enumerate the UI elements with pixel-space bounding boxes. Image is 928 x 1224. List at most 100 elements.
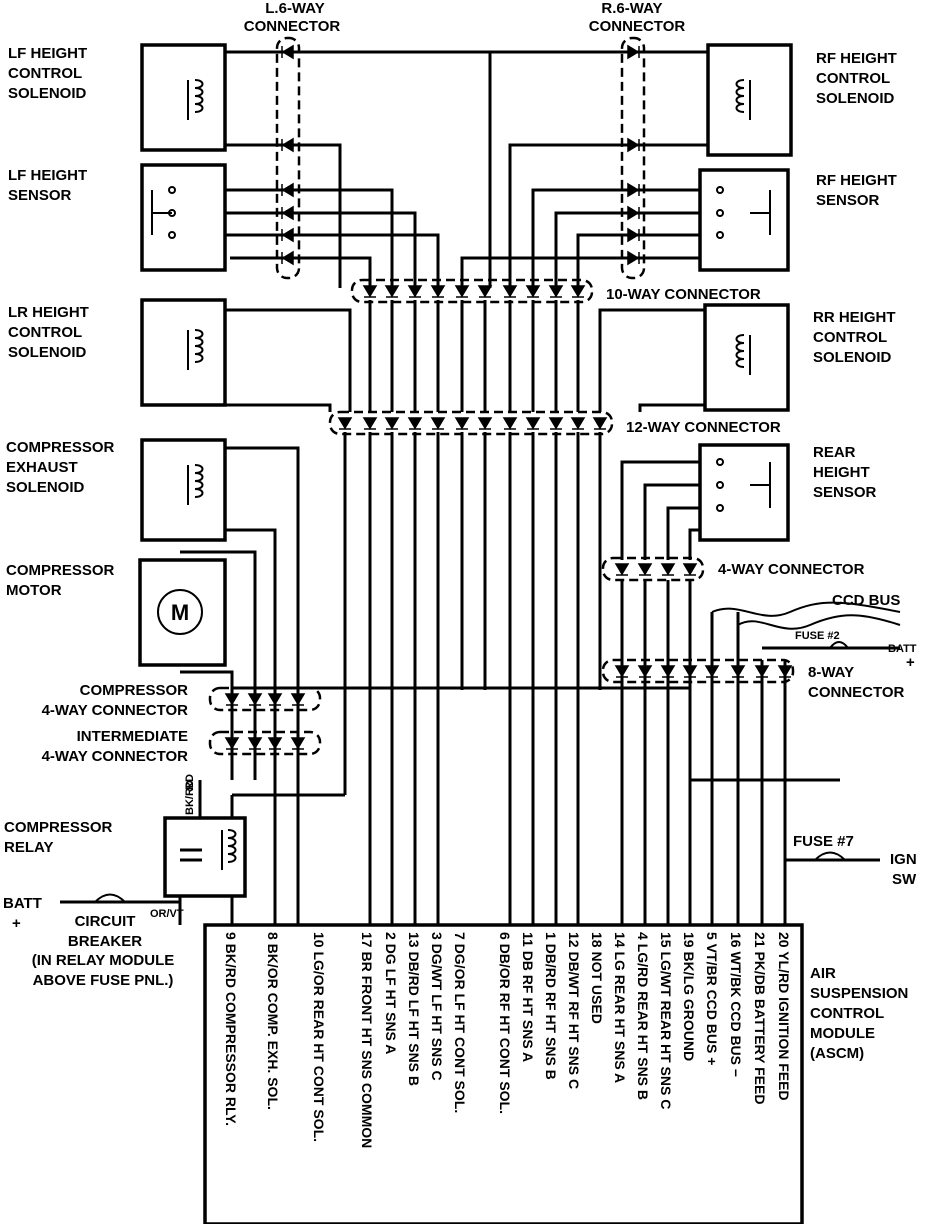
connector-pin-icon (627, 250, 640, 266)
connector-pin-icon (224, 693, 240, 706)
lr-solenoid-l1: LR HEIGHT (8, 304, 89, 321)
ascm-pin: 4 LG/RD REAR HT SNS B (635, 932, 651, 1100)
breaker-l2: BREAKER (68, 933, 142, 950)
inter4-l1: INTERMEDIATE (77, 728, 188, 745)
connector-pin-icon (362, 285, 378, 298)
rf-solenoid-l2: CONTROL (816, 70, 890, 87)
rear-sensor-l1: REAR (813, 444, 856, 461)
c10-label: 10-WAY CONNECTOR (606, 286, 761, 303)
c8-l1: 8-WAY (808, 664, 854, 681)
ascm-pin: 13 DB/RD LF HT SNS B (406, 932, 422, 1086)
rear-sensor-box (698, 443, 790, 542)
rear-sensor-l3: SENSOR (813, 484, 877, 501)
lf-sensor-l2: SENSOR (8, 187, 72, 204)
lf-sensor-l1: LF HEIGHT (8, 167, 87, 184)
compressor-motor-box (138, 558, 227, 667)
batt-label: BATT (3, 895, 42, 912)
comp4-outline (208, 686, 322, 712)
ascm-l5: (ASCM) (810, 1045, 864, 1062)
connector-pin-icon (548, 417, 564, 430)
connector-pin-icon (592, 417, 608, 430)
r6-connector-outline (620, 36, 646, 280)
labels: L.6-WAY CONNECTOR R.6-WAY CONNECTOR LF H… (3, 0, 917, 1062)
fuse2-label: FUSE #2 (795, 630, 840, 642)
connector-pin-icon (570, 417, 586, 430)
fuse7-icon (814, 851, 846, 861)
connector-pin-icon (704, 665, 720, 678)
connector-pin-icon (637, 665, 653, 678)
breaker-note-l2: ABOVE FUSE PNL.) (33, 972, 174, 989)
rr-solenoid-l1: RR HEIGHT (813, 309, 896, 326)
connector-pin-icon (281, 250, 294, 266)
connector-pin-icon (627, 227, 640, 243)
c8-l2: CONNECTOR (808, 684, 905, 701)
connector-pin-icon (627, 205, 640, 221)
connector-pin-icon (660, 665, 676, 678)
ascm-pin: 18 NOT USED (589, 932, 605, 1024)
connector-pin-icon (614, 665, 630, 678)
connector-outlines (208, 36, 795, 756)
fuse2-icon (829, 641, 849, 649)
fuse7-label: FUSE #7 (793, 833, 854, 850)
motor-l1: COMPRESSOR (6, 562, 115, 579)
connector-pin-icon (660, 563, 676, 576)
rr-solenoid-box (703, 303, 790, 412)
connector-pin-icon (627, 44, 640, 60)
comp4-l1: COMPRESSOR (80, 682, 189, 699)
l6-title-2: CONNECTOR (244, 18, 341, 35)
exhaust-l2: EXHAUST (6, 459, 78, 476)
ign-l2: SW (892, 871, 917, 888)
c8-outline (601, 658, 795, 684)
lf-solenoid-l2: CONTROL (8, 65, 82, 82)
connector-pin-icon (281, 227, 294, 243)
ascm-pin: 10 LG/OR REAR HT CONT SOL. (311, 932, 327, 1142)
connector-pin-icon (525, 285, 541, 298)
connector-pin-icon (502, 417, 518, 430)
relay-l1: COMPRESSOR (4, 819, 113, 836)
connector-pin-icon (454, 285, 470, 298)
connector-pin-icon (777, 665, 793, 678)
motor-symbol: M (171, 600, 189, 625)
rear-sensor-l2: HEIGHT (813, 464, 870, 481)
switch-icon (151, 186, 771, 512)
connector-pin-icon (548, 285, 564, 298)
l6-title-1: L.6-WAY (265, 0, 324, 17)
circuit-breaker-icon (94, 893, 126, 903)
connector-pin-icon (627, 182, 640, 198)
ascm-pin: 11 DB RF HT SNS A (520, 932, 536, 1062)
connector-pin-icon (281, 44, 294, 60)
ascm-pin: 17 BR FRONT HT SNS COMMON (359, 932, 375, 1148)
components-group: M (94, 43, 849, 1224)
rf-solenoid-l3: SOLENOID (816, 90, 895, 107)
ascm-pin: 1 DB/RD RF HT SNS B (543, 932, 559, 1080)
ign-l1: IGN (890, 851, 917, 868)
connector-pins (224, 44, 793, 750)
connector-pin-icon (477, 417, 493, 430)
batt-small-plus: + (906, 654, 915, 671)
rf-sensor-l2: SENSOR (816, 192, 880, 209)
lf-sensor-box (140, 163, 227, 272)
r6-title-2: CONNECTOR (589, 18, 686, 35)
connector-pin-icon (614, 563, 630, 576)
ascm-pin: 20 YL/RD IGNITION FEED (776, 932, 792, 1101)
connector-pin-icon (637, 563, 653, 576)
connector-pin-icon (281, 205, 294, 221)
batt-plus: + (12, 915, 21, 932)
ascm-l3: CONTROL (810, 1005, 884, 1022)
motor-l2: MOTOR (6, 582, 62, 599)
comp4-l2: 4-WAY CONNECTOR (42, 702, 189, 719)
connector-pin-icon (682, 563, 698, 576)
ascm-pin: 14 LG REAR HT SNS A (612, 932, 628, 1083)
ascm-pin: 9 BK/RD COMPRESSOR RLY. (223, 932, 239, 1126)
connector-pin-icon (384, 417, 400, 430)
coil-icon (187, 79, 751, 870)
lr-solenoid-l3: SOLENOID (8, 344, 87, 361)
c12-label: 12-WAY CONNECTOR (626, 419, 781, 436)
ascm-l4: MODULE (810, 1025, 875, 1042)
ascm-pin: 12 DB/WT RF HT SNS C (566, 932, 582, 1089)
ascm-pin: 8 BK/OR COMP. EXH. SOL. (265, 932, 281, 1110)
breaker-l1: CIRCUIT (75, 913, 136, 930)
batt-small-label: BATT (888, 643, 917, 655)
connector-pin-icon (627, 137, 640, 153)
ascm-l1: AIR (810, 965, 836, 982)
